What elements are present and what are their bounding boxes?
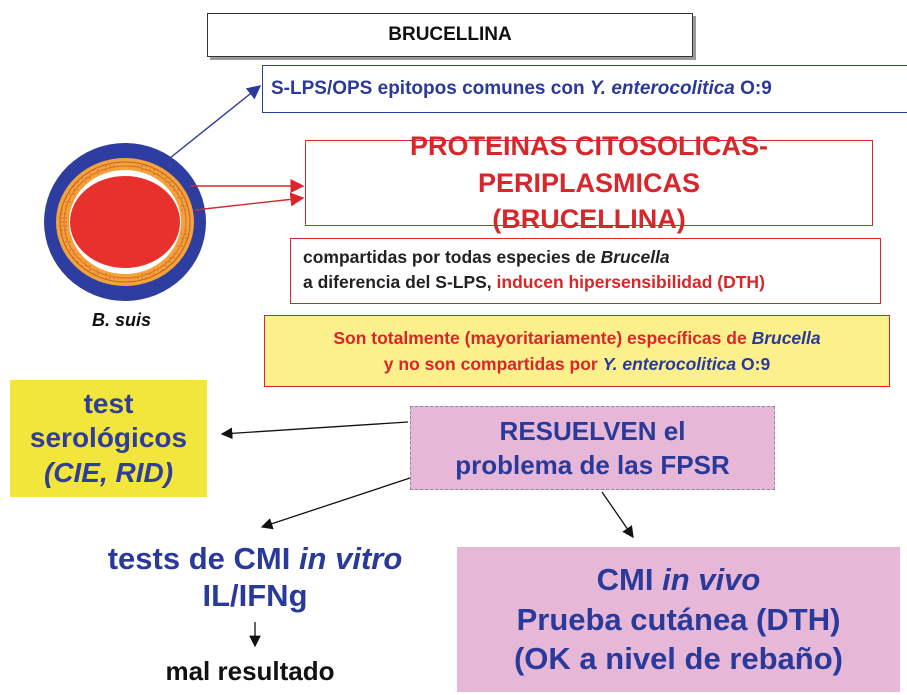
serologic-line2: serológicos [29, 422, 188, 454]
lps-text-pre: S-LPS/OPS epitopos comunes con [271, 78, 590, 99]
specific-line2: y no son compartidas por Y. enterocoliti… [384, 351, 770, 377]
cmi-vitro-block: tests de CMI in vitro IL/IFNg [60, 540, 450, 614]
cmi-vivo-italic: in vivo [662, 561, 761, 597]
serologic-line1: test [83, 388, 134, 420]
arrow-to-lps [169, 85, 262, 159]
specific-line1-pre: Son totalmente (mayoritariamente) especí… [333, 327, 752, 348]
cmi-vivo-pre: CMI [596, 561, 663, 597]
cmi-vivo-line2: Prueba cutánea (DTH) [516, 601, 841, 637]
lps-box: S-LPS/OPS epitopos comunes con Y. entero… [262, 65, 907, 113]
specific-box: Son totalmente (mayoritariamente) especí… [264, 315, 890, 387]
cmi-vivo-line1: CMI in vivo [597, 560, 761, 600]
cmi-vitro-line1: tests de CMI in vitro [60, 540, 450, 577]
shared-line2-red: inducen hipersensibilidad (DTH) [496, 272, 765, 293]
lps-text-italic: Y. enterocolitica [589, 78, 735, 99]
cmi-vitro-pre: tests de CMI [107, 541, 299, 576]
resuelven-box: RESUELVEN el problema de las FPSR [410, 406, 775, 490]
result-text: mal resultado [165, 656, 335, 686]
specific-line1-italic: Brucella [751, 327, 821, 348]
serologic-line3: (CIE, RID) [43, 456, 174, 488]
specific-line1: Son totalmente (mayoritariamente) especí… [333, 325, 820, 351]
title-box: BRUCELLINA [207, 13, 693, 57]
shared-line1-pre: compartidas por todas especies de [303, 247, 601, 267]
resuelven-line2: problema de las FPSR [455, 450, 730, 480]
arrow-to-cmi-vitro [260, 477, 411, 530]
proteins-box: PROTEINAS CITOSOLICAS-PERIPLASMICAS (BRU… [305, 131, 873, 234]
cmi-vitro-line2: IL/IFNg [202, 578, 308, 614]
shared-line1: compartidas por todas especies de Brucel… [303, 245, 880, 270]
shared-line2: a diferencia del S-LPS, inducen hipersen… [303, 270, 880, 295]
shared-box: compartidas por todas especies de Brucel… [290, 238, 881, 304]
specific-line2-post: O:9 [736, 354, 771, 374]
cmi-vivo-box: CMI in vivo Prueba cutánea (DTH) (OK a n… [457, 547, 900, 692]
shared-line2-pre: a diferencia del S-LPS, [303, 272, 497, 293]
cmi-vitro-italic: in vitro [298, 541, 403, 576]
specific-line2-italic: Y. enterocolitica [602, 354, 737, 374]
brucella-cell-icon [44, 143, 206, 301]
organism-label: B. suis [92, 310, 152, 330]
arrow-to-cmi-vivo [601, 491, 634, 539]
arrow-to-proteins-2 [194, 192, 305, 211]
proteins-line1: PROTEINAS CITOSOLICAS-PERIPLASMICAS [409, 131, 769, 198]
proteins-line2: (BRUCELLINA) [492, 204, 686, 235]
specific-line2-pre: y no son compartidas por [383, 354, 603, 374]
lps-text-post: O:9 [734, 78, 772, 99]
arrow-to-serologic [220, 421, 409, 440]
title-text: BRUCELLINA [388, 24, 512, 45]
shared-line1-italic: Brucella [600, 247, 670, 267]
cmi-vivo-line3: (OK a nivel de rebaño) [513, 641, 843, 677]
serologic-box: test serológicos (CIE, RID) [10, 380, 207, 497]
resuelven-line1: RESUELVEN el [499, 415, 686, 446]
